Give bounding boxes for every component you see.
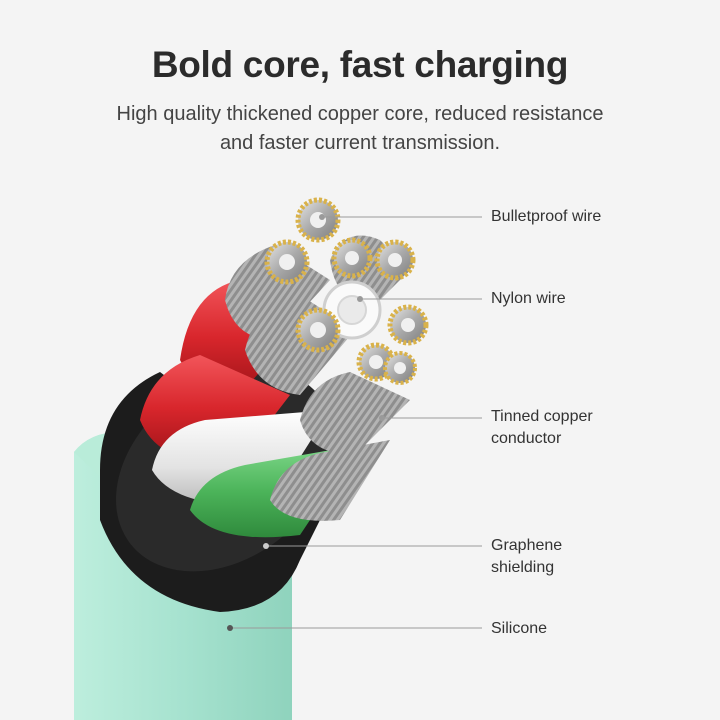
label-tinned-copper: Tinned copper conductor <box>491 406 593 450</box>
dot-graphene <box>263 543 269 549</box>
dot-nylon <box>357 296 363 302</box>
page-subtitle: High quality thickened copper core, redu… <box>60 100 660 158</box>
label-nylon-wire: Nylon wire <box>491 290 566 307</box>
subtitle-line-1: High quality thickened copper core, redu… <box>116 103 604 125</box>
page-title: Bold core, fast charging <box>151 44 569 85</box>
dot-silicone <box>227 625 233 631</box>
dot-bulletproof <box>319 214 325 220</box>
label-bulletproof-wire: Bulletproof wire <box>491 208 602 225</box>
fiber-core-ends <box>264 197 429 385</box>
subtitle-line-2: and faster current transmission. <box>219 132 501 154</box>
label-tinned-line-1: Tinned copper <box>491 408 593 425</box>
label-silicone: Silicone <box>491 620 548 637</box>
label-graphene-line-1: Graphene <box>491 537 563 554</box>
dot-tinned <box>379 415 385 421</box>
label-tinned-line-2: conductor <box>491 430 562 447</box>
callout-leader-lines <box>230 216 482 629</box>
callout-anchor-dots <box>227 214 385 631</box>
label-graphene-shielding: Graphene shielding <box>491 535 562 579</box>
label-graphene-line-2: shielding <box>491 559 555 576</box>
